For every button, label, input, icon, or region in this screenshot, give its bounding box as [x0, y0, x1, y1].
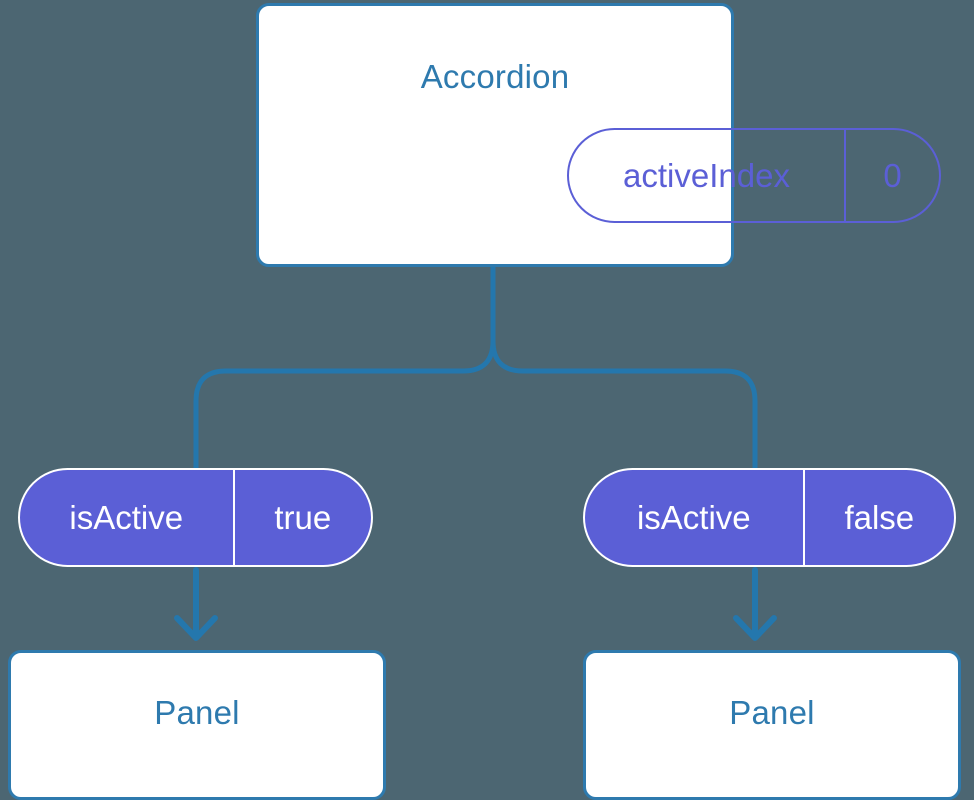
arrow-down-left: [174, 567, 218, 641]
state-pill-key: activeIndex: [623, 156, 790, 194]
node-panel-left[interactable]: Panel: [8, 650, 386, 800]
state-pill-active-index[interactable]: activeIndex 0: [567, 128, 941, 223]
panel-title: Panel: [729, 694, 815, 731]
prop-pill-value: false: [802, 470, 954, 565]
prop-pill-is-active-true[interactable]: isActive true: [18, 468, 373, 567]
node-panel-right[interactable]: Panel: [583, 650, 961, 800]
prop-pill-is-active-false[interactable]: isActive false: [583, 468, 956, 567]
panel-title: Panel: [154, 694, 240, 731]
prop-pill-key: isActive: [69, 498, 184, 536]
state-pill-value: 0: [844, 130, 939, 221]
prop-pill-value: true: [232, 470, 371, 565]
arrow-down-right: [733, 567, 777, 641]
accordion-title: Accordion: [420, 58, 570, 95]
component-tree-diagram: Accordion activeIndex 0 isActive true is…: [8, 3, 961, 800]
tree-branch-connector: [193, 263, 758, 471]
node-accordion[interactable]: Accordion activeIndex 0: [256, 3, 941, 267]
prop-pill-key: isActive: [636, 498, 751, 536]
